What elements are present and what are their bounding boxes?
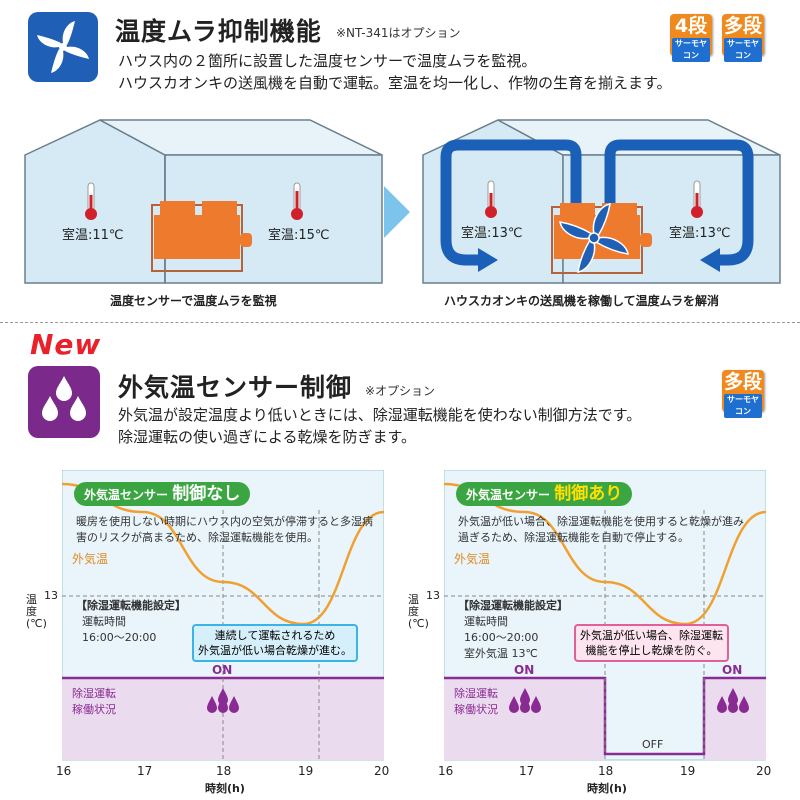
chart-left-status-1: 除湿運転 xyxy=(72,687,116,700)
thermometer-left-icon xyxy=(485,180,497,218)
new-label: New xyxy=(30,328,102,361)
x-axis-label-left: 時刻(h) xyxy=(205,782,245,795)
x-tick-right-20: 20 xyxy=(756,764,772,778)
section2-desc-line1: 外気温が設定温度より低いときには、除湿運転機能を使わない制御方法です。 xyxy=(118,406,642,424)
chart-right-settings-title: 【除湿運転機能設定】 xyxy=(458,599,568,612)
section1-note: ※NT-341はオプション xyxy=(336,26,461,40)
section2-note: ※オプション xyxy=(365,384,436,398)
x-tick-right-16: 16 xyxy=(438,764,454,778)
fan-blade-icon xyxy=(559,203,629,273)
y-axis-label-right: 温度(℃) xyxy=(408,593,429,630)
y-tick-right: 13 xyxy=(426,589,440,602)
chart-left-on-label: ON xyxy=(212,663,233,677)
x-axis-label-right: 時刻(h) xyxy=(587,782,627,795)
chart-left-settings-1: 運転時間 xyxy=(82,615,126,628)
chart-right-off-label: OFF xyxy=(642,738,664,751)
caption-before: 温度センサーで温度ムラを監視 xyxy=(110,294,277,308)
water-drop-left-icon xyxy=(207,688,239,713)
outdoor-temp-curve xyxy=(62,482,384,626)
x-tick-left-16: 16 xyxy=(56,764,72,778)
transition-arrow-icon xyxy=(384,186,410,238)
chart-right-on-label-1: ON xyxy=(514,663,535,677)
thermometer-right-icon xyxy=(691,180,703,218)
chart-right-text-1: 外気温が低い場合、除湿運転機能を使用すると乾燥が進み xyxy=(458,515,744,528)
y-tick-left: 13 xyxy=(44,589,58,602)
water-drop-right-2-icon xyxy=(717,688,749,713)
x-tick-right-18: 18 xyxy=(598,764,614,778)
y-axis-label-left: 温度(℃) xyxy=(26,593,47,630)
section1-desc-line2: ハウスカオンキの送風機を自動で運転。室温を均一化し、作物の生育を揃えます。 xyxy=(118,74,672,92)
chart-left-settings-2: 16:00〜20:00 xyxy=(82,631,157,644)
chart-right-status-2: 稼働状況 xyxy=(454,703,498,716)
chart-right-series-label: 外気温 xyxy=(454,552,491,566)
badge-multi-stage-2: 多段 サーモヤコン xyxy=(722,370,764,418)
water-drop-right-1-icon xyxy=(509,688,541,713)
chart-right-callout: 外気温が低い場合、除湿運転機能を停止し乾燥を防ぐ。 xyxy=(574,624,729,662)
badge-4-stage: 4段 サーモヤコン xyxy=(670,14,712,62)
x-tick-left-18: 18 xyxy=(216,764,232,778)
sensor-tag-with-control: 外気温センサー 制御あり xyxy=(456,482,633,506)
section-divider xyxy=(0,322,800,323)
x-tick-left-20: 20 xyxy=(374,764,390,778)
chart-left xyxy=(62,470,384,761)
chart-right-settings-1: 運転時間 xyxy=(464,615,508,628)
water-drops-icon xyxy=(28,366,100,438)
chart-right-text-2: 過ぎるため、除湿運転機能を自動で停止する。 xyxy=(458,531,689,544)
temp-label-after-left: 室温:13℃ xyxy=(461,226,523,241)
chart-right-status-1: 除湿運転 xyxy=(454,687,498,700)
greenhouse-after xyxy=(422,119,781,284)
chart-right xyxy=(444,470,766,761)
chart-left-text-1: 暖房を使用しない時期にハウス内の空気が停滞すると多湿病 xyxy=(76,515,373,528)
section1-desc-line1: ハウス内の２箇所に設置した温度センサーで温度ムラを監視。 xyxy=(118,52,537,70)
chart-left-series-label: 外気温 xyxy=(72,552,109,566)
outdoor-temp-curve xyxy=(444,482,766,626)
badge-multi-stage: 多段 サーモヤコン xyxy=(722,14,764,62)
chart-left-status-2: 稼働状況 xyxy=(72,703,116,716)
thermometer-right-icon xyxy=(291,182,303,220)
caption-after: ハウスカオンキの送風機を稼働して温度ムラを解消 xyxy=(444,294,720,308)
greenhouse-before xyxy=(24,119,383,284)
chart-right-settings-3: 室外気温 13℃ xyxy=(464,647,538,660)
thermometer-left-icon xyxy=(85,182,97,220)
temp-label-before-right: 室温:15℃ xyxy=(268,228,330,243)
section2-title: 外気温センサー制御 xyxy=(118,373,353,402)
section2-desc-line2: 除湿運転の使い過ぎによる乾燥を防ぎます。 xyxy=(118,428,417,446)
chart-right-on-label-2: ON xyxy=(722,663,743,677)
temp-label-before-left: 室温:11℃ xyxy=(62,228,124,243)
temp-label-after-right: 室温:13℃ xyxy=(669,226,731,241)
dehumidifier-status-line xyxy=(444,676,766,756)
chart-right-settings-2: 16:00〜20:00 xyxy=(464,631,539,644)
x-tick-right-19: 19 xyxy=(680,764,696,778)
chart-left-text-2: 害のリスクが高まるため、除湿運転機能を使用。 xyxy=(76,531,318,544)
chart-left-callout: 連続して運転されるため外気温が低い場合乾燥が進む。 xyxy=(192,624,358,662)
x-tick-left-17: 17 xyxy=(137,764,153,778)
fan-icon xyxy=(28,12,98,82)
x-tick-left-19: 19 xyxy=(298,764,314,778)
x-tick-right-17: 17 xyxy=(519,764,535,778)
section1-title: 温度ムラ抑制機能 xyxy=(115,17,322,46)
sensor-tag-without-control: 外気温センサー 制御なし xyxy=(74,482,251,506)
chart-left-settings-title: 【除湿運転機能設定】 xyxy=(76,599,186,612)
